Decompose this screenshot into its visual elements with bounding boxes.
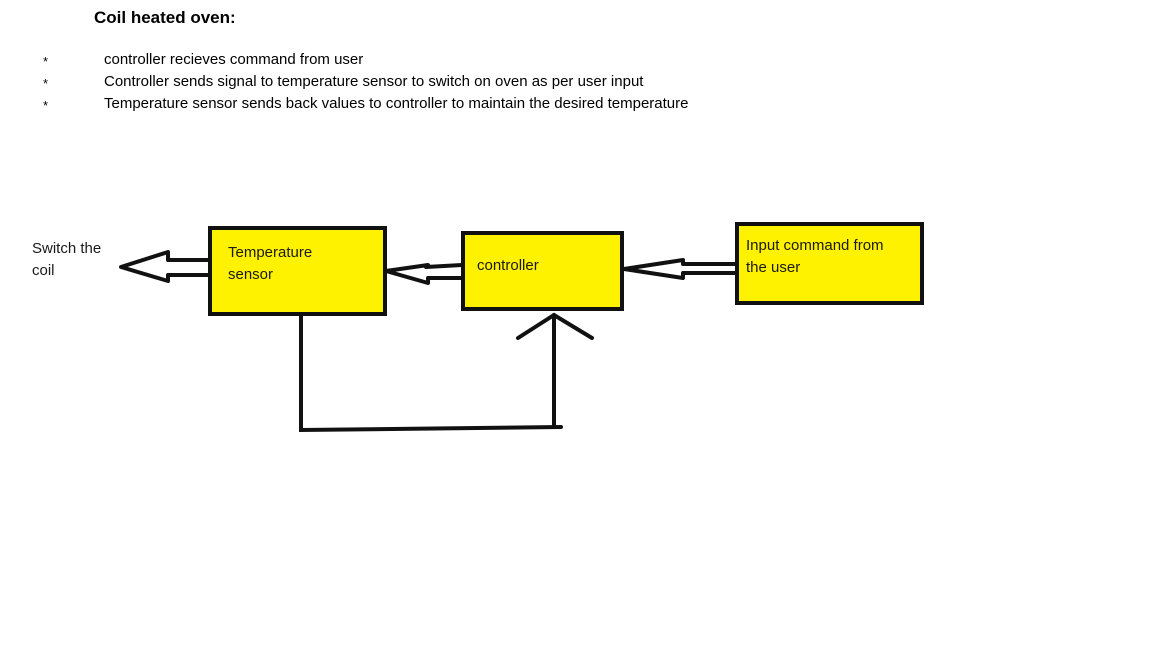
bullet-text: controller recieves command from user bbox=[104, 51, 364, 68]
user-input-label-line1: Input command from bbox=[746, 237, 884, 254]
switch-coil-label: Switch the coil bbox=[32, 238, 101, 282]
controller-label: controller bbox=[477, 257, 539, 274]
feedback-loop bbox=[299, 312, 594, 433]
switch-coil-label-line2: coil bbox=[32, 262, 55, 279]
input-to-controller-arrow bbox=[622, 258, 737, 280]
user-input-block: Input command from the user bbox=[735, 222, 924, 305]
bullet-text: Controller sends signal to temperature s… bbox=[104, 73, 644, 90]
controller-to-sensor-arrow bbox=[384, 263, 463, 285]
feedback-line bbox=[299, 313, 563, 433]
bullet-text: Temperature sensor sends back values to … bbox=[104, 95, 689, 112]
page-title: Coil heated oven: bbox=[94, 8, 236, 27]
temperature-sensor-block: Temperature sensor bbox=[208, 226, 387, 316]
temperature-sensor-label-line2: sensor bbox=[228, 266, 274, 283]
user-input-label: Input command from the user bbox=[746, 235, 884, 279]
temperature-sensor-label-line1: Temperature bbox=[228, 244, 313, 261]
controller-block: controller bbox=[461, 231, 624, 311]
bullet-marker: * bbox=[43, 98, 49, 113]
user-input-label-line2: the user bbox=[746, 259, 801, 276]
bullet-marker: * bbox=[43, 76, 49, 91]
input-to-controller-shaft bbox=[622, 258, 737, 280]
switch-coil-label-line1: Switch the bbox=[32, 240, 102, 257]
bullet-marker: * bbox=[43, 54, 49, 69]
feedback-arrowhead bbox=[516, 312, 594, 340]
output-arrow bbox=[119, 250, 208, 283]
temperature-sensor-label: Temperature sensor bbox=[228, 242, 312, 286]
controller-to-sensor-shaft bbox=[384, 263, 463, 285]
output-arrow-shaft bbox=[119, 250, 208, 283]
